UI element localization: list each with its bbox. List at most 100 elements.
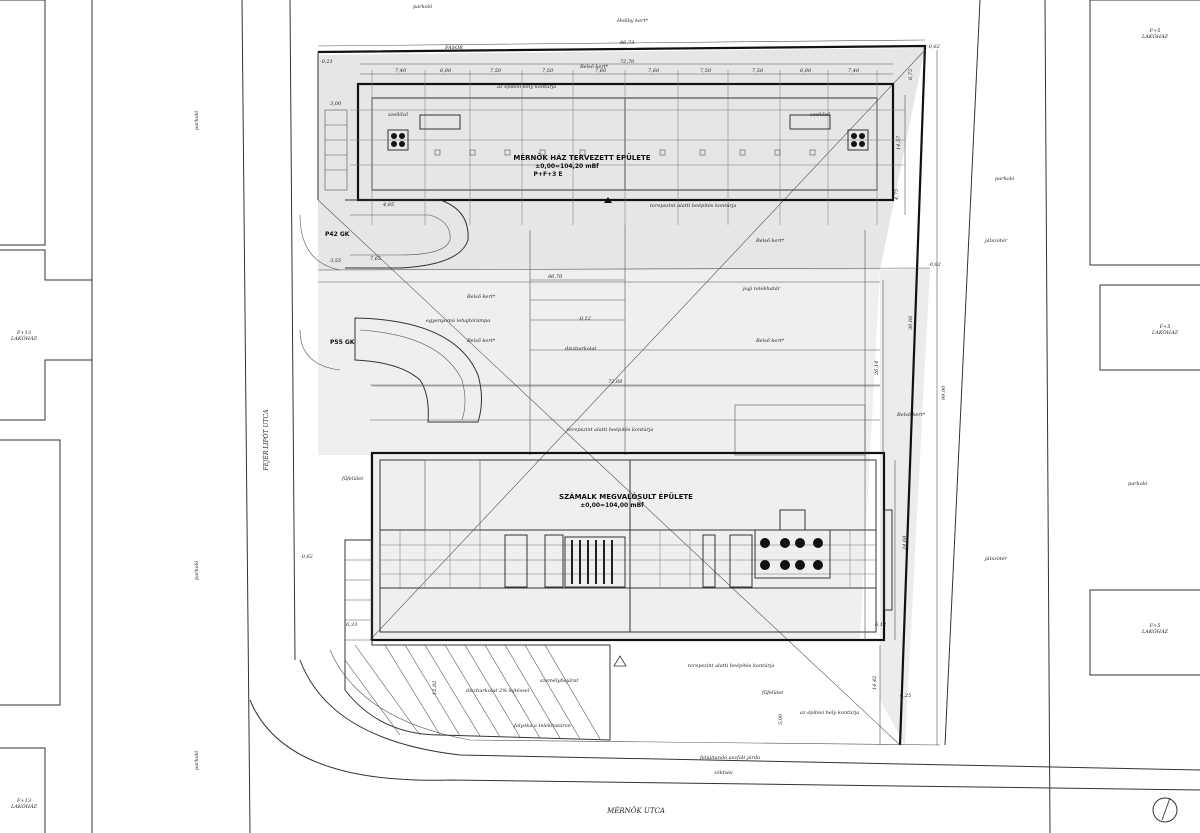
paving-pattern xyxy=(370,225,880,456)
dim-seg-5: 7,60 xyxy=(648,68,660,74)
dim-right-c: 26,14 xyxy=(874,361,880,376)
dim-seg-1: 6,00 xyxy=(440,68,452,74)
planned-building-floors: P+F+3 E xyxy=(534,171,563,178)
green-area-east xyxy=(880,268,930,745)
dim-seg-8: 6,00 xyxy=(800,68,812,74)
neighbor-f13-top-line1: F+13 xyxy=(16,330,31,336)
existing-lightwell xyxy=(424,459,481,531)
forecourt-hatch xyxy=(344,539,627,741)
ramp-approach-curves xyxy=(299,214,341,371)
parkolo-top: parkoló xyxy=(413,3,432,10)
dim-seg-6: 7,50 xyxy=(700,68,712,74)
dim-seg-2: 7,50 xyxy=(490,68,502,74)
dim-12-82: 12,82 xyxy=(432,681,438,695)
dim-seg-4: 7,60 xyxy=(595,68,607,74)
belso-kert-left: Belső kert* xyxy=(466,293,496,300)
dim-lower-width: 72,68 xyxy=(608,379,622,385)
epitesi-hely-top: az építési hely kontúrja xyxy=(497,83,556,90)
p55-label: P55 GK xyxy=(330,339,355,346)
neighbor-f5-top-line2: LAKÓHÁZ xyxy=(1141,32,1169,40)
p55-ramp-inner xyxy=(359,329,466,421)
mernok-street xyxy=(249,649,1200,791)
existing-corridor xyxy=(379,529,877,589)
fufelulet-left: fűfelület xyxy=(341,475,364,482)
jatszoter-upper: játszótér xyxy=(984,237,1008,244)
dim-4-85: 4,85 xyxy=(382,202,394,208)
jarda-label: felújítandó aszfalt járda xyxy=(699,754,760,761)
belso-kert-right: Belső kert* xyxy=(755,237,785,244)
block-left-4 xyxy=(0,747,46,833)
core-2 xyxy=(544,534,564,588)
fejer-street-west-edge xyxy=(241,0,251,833)
rooftop-small-vents xyxy=(434,149,816,156)
lvl-right-mid: -0,92 xyxy=(928,262,941,268)
existing-building xyxy=(370,451,893,642)
property-line-north-east xyxy=(317,44,927,746)
parking-ramps xyxy=(299,199,482,423)
p55-ramp xyxy=(354,317,482,423)
neighbor-f5-mid-line1: F+5 xyxy=(1159,324,1171,330)
core-3 xyxy=(702,534,716,588)
entrance-triangle xyxy=(613,655,627,667)
belso-kert-ramp: Belső kert* xyxy=(466,337,496,344)
corridor-grid xyxy=(380,530,876,588)
dim-3-55: 3,55 xyxy=(330,258,341,264)
egyenyomu-label: egyenyomú lehajtórámpa xyxy=(426,317,490,324)
street-curb-2 xyxy=(249,699,1200,791)
block-right-3 xyxy=(1089,589,1200,676)
diagonal-a xyxy=(317,199,901,746)
dim-3-00: 3,00 xyxy=(330,101,342,107)
dim-total-top: 86,73 xyxy=(620,40,634,46)
nw-ladder-strip xyxy=(324,109,348,191)
stair-core-1 xyxy=(504,534,528,588)
p42-ramp xyxy=(345,199,469,269)
existing-building-title: SZÁMALK MEGVALÓSULT ÉPÜLETE xyxy=(559,492,693,501)
sidewalk-edge xyxy=(329,649,941,746)
street-curb-1 xyxy=(299,659,1200,771)
dim-6-33: 6,33 xyxy=(346,622,357,628)
szemelybejarat-label: személybejárat xyxy=(540,677,579,684)
belso-kert-east: Belső kert* xyxy=(896,411,926,418)
parkolo-right-lower: parkoló xyxy=(1128,480,1147,487)
fasor-label: FASOR xyxy=(444,45,463,51)
planned-grid-lines xyxy=(350,70,905,225)
rooftop-fan-array xyxy=(754,509,831,579)
jatszoter-lower: játszótér xyxy=(984,555,1008,562)
szellozo-left: szellőző xyxy=(388,111,409,118)
dim-seg-9: 7,40 xyxy=(848,68,860,74)
hb-level-label: -0,12 xyxy=(578,316,591,322)
fejer-street-label: FEJÉR LIPÓT UTCA xyxy=(262,409,270,472)
block-left-1 xyxy=(0,0,46,246)
neighbor-blocks-left xyxy=(0,0,296,833)
street-edge-right xyxy=(1044,0,1051,833)
terepszint-label-1: terepszint alatti beépítés kontúrja xyxy=(650,202,736,209)
block-left-2 xyxy=(0,249,93,421)
neighbor-blocks-right xyxy=(944,0,1200,833)
dim-seg-7: 7,50 xyxy=(752,68,764,74)
dim-6-25: 6,25 xyxy=(900,693,911,699)
stair-core-4 xyxy=(729,534,753,588)
dim-4-75: 4,75 xyxy=(894,189,900,201)
neighbor-f13-top-line2: LAKÓHÁZ xyxy=(10,334,38,342)
rooftop-units-right xyxy=(789,114,869,151)
p42-label: P42 GK xyxy=(325,231,350,238)
dim-right-e: 14,42 xyxy=(872,676,878,690)
neighbor-f5-low-line2: LAKÓHÁZ xyxy=(1141,627,1169,635)
terepszint-label-3: terepszint alatti beépítés kontúrja xyxy=(688,662,774,669)
dim-mid-width: 86,70 xyxy=(548,274,563,280)
jogi-telekhatar-label: jogi telekhatár xyxy=(742,285,781,292)
diagonal-b xyxy=(369,49,926,641)
hobby-kert-label: Hobby kert* xyxy=(616,18,649,24)
lvl-top-left: -0,21 xyxy=(320,59,333,65)
neighbor-f13-bottom-line2: LAKÓHÁZ xyxy=(10,802,38,810)
dimension-lines xyxy=(317,39,938,745)
rooftop-units-left xyxy=(387,114,461,151)
block-left-3 xyxy=(0,439,61,706)
neighbor-f5-mid-line2: LAKÓHÁZ xyxy=(1151,328,1179,336)
mernok-street-label: MÉRNÖK UTCA xyxy=(606,806,665,815)
north-arrow-icon xyxy=(1152,797,1178,823)
parkolo-left-upper: parkoló xyxy=(193,111,200,130)
